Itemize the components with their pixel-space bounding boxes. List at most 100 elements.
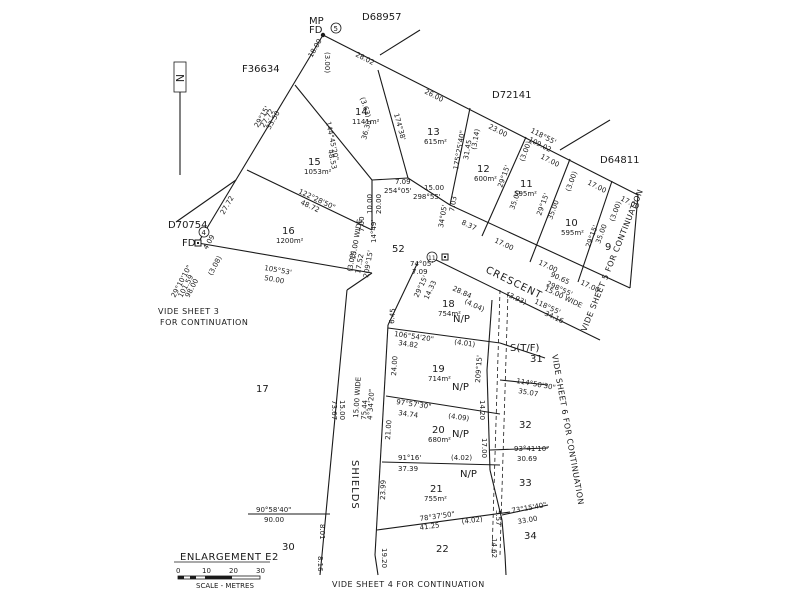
ref-f36634: F36634 [242, 64, 280, 75]
lot-33-number: 33 [519, 478, 532, 489]
lot-20-number: 20 [432, 425, 445, 436]
lot-10-number: 10 [565, 218, 578, 229]
dim-298-55: 298°55' [413, 193, 441, 201]
lot-22-number: 22 [436, 544, 449, 555]
scale-tick-0: 0 [176, 567, 180, 575]
dim-6-45: 6.45 [388, 308, 397, 324]
vide-sheet-3: VIDE SHEET 3 [158, 307, 219, 316]
dim-top-3-00: (3.00) [323, 52, 331, 73]
lot-15-number: 15 [308, 157, 321, 168]
survey-mark-crescent: 11 [426, 251, 449, 263]
lot-11-number: 11 [520, 179, 533, 190]
dim-37-39: 37.39 [398, 465, 418, 473]
circle-5: 5 [334, 25, 338, 33]
dim-5-57: 5.57 [494, 510, 502, 526]
dim-73-15: 73°15'40" [511, 501, 547, 515]
dim-35-00b: 35.00 [546, 199, 560, 221]
dim-3-00a: (3.00) [518, 140, 533, 163]
dim-17-00d: 17.00 [493, 237, 515, 253]
survey-mark-left: FD 4 [182, 226, 210, 249]
dim-3-14: (3.14) [470, 128, 482, 150]
dim-7-09b: 7.09 [412, 268, 428, 276]
lot-13-area: 615m² [424, 138, 447, 146]
dim-3-00c: (3.00) [608, 200, 623, 223]
boundary-lines [175, 29, 639, 576]
dim-17-00g: 17.00 [480, 438, 488, 458]
scale-tick-10: 10 [202, 567, 211, 575]
dim-18-00: 18.00 [307, 38, 324, 59]
lot-16-number: 16 [282, 226, 295, 237]
dim-29-15a: 29°15' [496, 164, 511, 189]
lot-31-number: 31 [530, 354, 543, 365]
dimension-labels: 28.02 (3.00) 26.00 23.00 118°55' 109.02 … [170, 38, 641, 572]
dim-4-04: (4.04) [463, 298, 486, 314]
ref-d70754: D70754 [168, 220, 208, 231]
lot-labels: 14 1141m² 13 615m² 12 600m² 11 595m² 10 … [256, 107, 611, 555]
dim-209-15b: 209°15' [474, 355, 484, 383]
dim-27-72b: 27.72 [219, 195, 236, 216]
dim-14-62: 14.62 [490, 538, 498, 558]
dim-17-00a: 17.00 [539, 153, 560, 169]
lot-12-area: 600m² [474, 175, 497, 183]
dim-15-00w: 15.00 [338, 400, 346, 420]
lot-18-number: 18 [442, 299, 455, 310]
north-arrow: N [173, 61, 187, 175]
lot-16-area: 1200m² [276, 237, 304, 245]
dim-28-02: 28.02 [354, 51, 375, 67]
dim-4-01: (4.01) [454, 338, 476, 349]
dim-17-00b: 17.00 [586, 179, 607, 195]
dim-90-00: 90.00 [264, 516, 284, 524]
road-width-shields: 15.00 WIDE [352, 377, 363, 419]
dim-4-02: (4.02) [451, 454, 472, 462]
np-labels: N/P N/P N/P N/P S(T/F) [452, 314, 539, 480]
enlargement-label: ENLARGEMENT E2 [180, 552, 279, 563]
dim-50-00: 50.00 [264, 274, 285, 285]
dim-24-00: 24.00 [390, 356, 399, 377]
scale-tick-20: 20 [229, 567, 238, 575]
dim-209-15: 209°15' [362, 250, 375, 279]
dim-26-00: 26.00 [423, 88, 444, 104]
dim-33-00: 33.00 [517, 515, 538, 526]
dim-35-00a: 35.00 [508, 189, 522, 211]
vide-sheet-3-continuation: FOR CONTINUATION [160, 318, 248, 327]
scale-label: SCALE - METRES [196, 582, 254, 590]
mp-label: MP [309, 16, 324, 27]
np-lot-19: N/P [452, 382, 469, 393]
lot-19-number: 19 [432, 364, 445, 375]
dim-90-58: 90°58'40" [256, 506, 291, 514]
road-lot-52: 52 [392, 244, 405, 255]
fd-left-label: FD [182, 238, 196, 249]
survey-mark-top: MP FD 5 [309, 16, 342, 38]
dim-74-05: 74°05' [410, 260, 433, 268]
dim-23-99: 23.99 [379, 480, 388, 500]
lot-21-area: 755m² [424, 495, 447, 503]
dim-34-82: 34.82 [398, 339, 419, 350]
lot-9-number: 9 [605, 242, 611, 253]
dim-21-00: 21.00 [384, 420, 393, 441]
dim-35-07: 35.07 [518, 387, 539, 398]
circle-4: 4 [202, 229, 207, 237]
lot-13-number: 13 [427, 127, 440, 138]
dim-15-00: 15.00 [424, 184, 444, 192]
dim-19-20: 19.20 [380, 548, 388, 568]
dim-254-05: 254°05' [384, 187, 412, 195]
vide-sheet-6: VIDE SHEET 6 FOR CONTINUATION [550, 354, 585, 506]
dim-4-09b: (4.09) [448, 412, 470, 423]
dim-20-00: 20.00 [375, 194, 383, 214]
north-label: N [173, 74, 186, 82]
lot-19-area: 714m² [428, 375, 451, 383]
fd-top-label: FD [309, 25, 323, 36]
lot-14-number: 14 [355, 107, 368, 118]
dim-4-34: 4°34'20" [366, 389, 376, 420]
dim-3-08b: (3.08) [346, 250, 358, 272]
lot-18-area: 754m² [438, 310, 461, 318]
np-lot-18: N/P [453, 314, 470, 325]
lot-34-number: 34 [524, 531, 537, 542]
dim-75-44: 75.44 [360, 399, 369, 420]
vide-sheet-4: VIDE SHEET 4 FOR CONTINUATION [332, 580, 485, 589]
dim-48-53: 48.53 [326, 149, 338, 170]
dim-10-00: 10.00 [366, 194, 374, 214]
dim-14-49: 14°49' [370, 220, 378, 243]
scale-tick-30: 30 [256, 567, 265, 575]
